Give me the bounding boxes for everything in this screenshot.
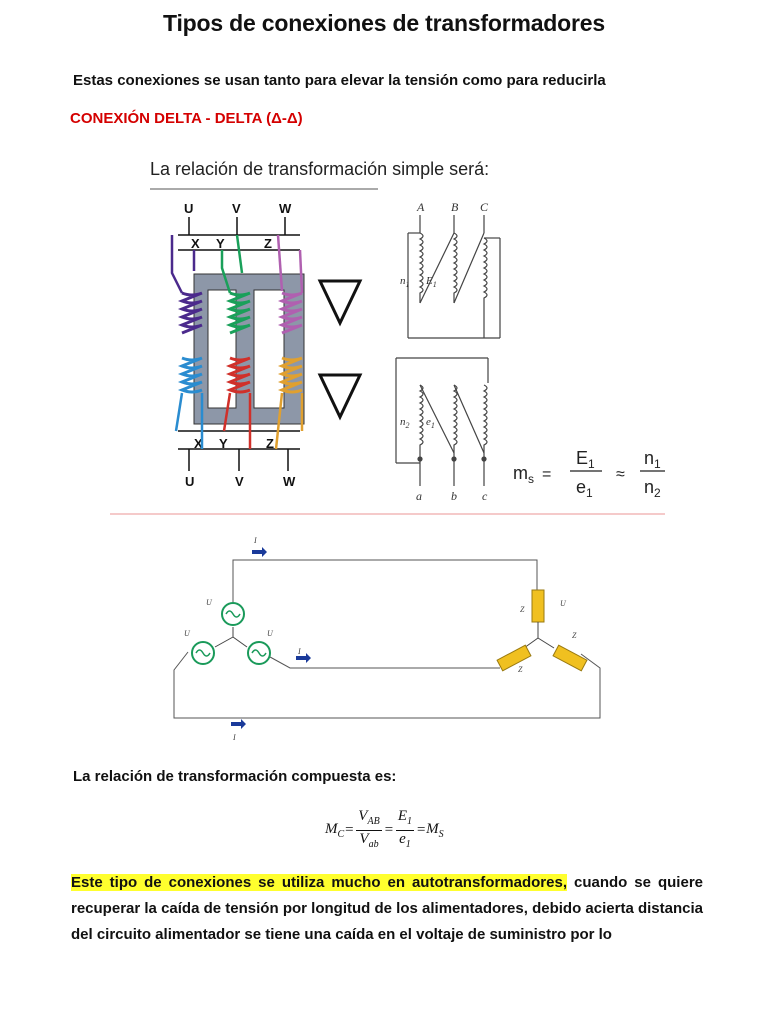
- current-label-bottom: I: [232, 733, 236, 742]
- svg-text:=: =: [542, 466, 551, 483]
- source-voltage-label-2: U: [184, 629, 191, 638]
- delta-delta-figure: La relación de transformación simple ser…: [110, 159, 665, 515]
- svg-text:E1: E1: [576, 448, 595, 471]
- bottom-label-w: W: [283, 474, 296, 489]
- impedance-label-3: Z: [518, 665, 523, 674]
- svg-text:ms: ms: [513, 463, 534, 486]
- secondary-label-b: b: [451, 489, 457, 503]
- top-label-u: U: [184, 201, 193, 216]
- impedance-label-2: Z: [572, 631, 577, 640]
- top-label-w: W: [279, 201, 292, 216]
- top-label-v: V: [232, 201, 241, 216]
- svg-text:≈: ≈: [616, 466, 625, 483]
- bottom-label-v: V: [235, 474, 244, 489]
- winding-w-lower: [277, 356, 303, 394]
- paragraph-text: cuando se quiere recuperar la caída de t…: [71, 874, 703, 943]
- impedance-label-1: Z: [520, 605, 525, 614]
- subtitle-text: Estas conexiones se usan tanto para elev…: [73, 72, 606, 89]
- load-voltage-label: U: [560, 599, 567, 608]
- secondary-delta-schematic: [395, 357, 489, 486]
- secondary-label-c: c: [482, 489, 488, 503]
- primary-label-c: C: [480, 200, 489, 214]
- source-star: [191, 602, 271, 665]
- primary-label-b: B: [451, 200, 459, 214]
- body-paragraph: Este tipo de conexiones se utiliza mucho…: [71, 870, 703, 948]
- winding-u-lower: [177, 356, 203, 394]
- n2-label: n2: [400, 416, 410, 430]
- fraction-voltage: VAB Vab: [356, 808, 382, 850]
- svg-text:n2: n2: [644, 477, 661, 500]
- relation-label: La relación de transformación compuesta …: [73, 768, 397, 785]
- bottom-inner-y: Y: [219, 436, 228, 451]
- primary-label-a: A: [416, 200, 425, 214]
- formula-eq-1: =: [344, 822, 355, 838]
- e1-schematic-label: e1: [426, 416, 435, 430]
- bottom-label-u: U: [185, 474, 194, 489]
- delta-triangle-upper: [317, 279, 363, 327]
- current-label-top: I: [253, 536, 257, 545]
- simple-ratio-formula: ms = E1 e1 ≈ n1 n2: [513, 448, 665, 500]
- primary-delta-schematic: [407, 215, 501, 339]
- formula-rhs: MS: [426, 821, 444, 840]
- current-label-mid: I: [297, 647, 301, 656]
- current-arrows: [231, 547, 311, 729]
- figure-heading: La relación de transformación simple ser…: [150, 159, 489, 179]
- compound-ratio-formula: MC = VAB Vab = E1 e1 = MS: [325, 808, 444, 853]
- n1-label: n1: [400, 275, 410, 289]
- secondary-label-a: a: [416, 489, 422, 503]
- E1-label: E1: [425, 275, 437, 289]
- source-voltage-label-3: U: [267, 629, 274, 638]
- svg-text:n1: n1: [644, 448, 661, 471]
- formula-lhs: MC: [325, 821, 345, 840]
- load-star: [496, 589, 588, 672]
- section-heading: CONEXIÓN DELTA - DELTA (Δ-Δ): [70, 110, 303, 127]
- circuit-figure: U U U I I I Z U Z Z: [173, 536, 601, 742]
- winding-v-lower: [225, 356, 251, 394]
- delta-triangle-lower: [317, 373, 363, 421]
- formula-eq-2: =: [383, 822, 394, 838]
- page-title: Tipos de conexiones de transformadores: [163, 10, 605, 36]
- bottom-inner-z: Z: [266, 436, 274, 451]
- top-inner-x: X: [191, 236, 200, 251]
- source-voltage-label-1: U: [206, 598, 213, 607]
- svg-text:e1: e1: [576, 477, 593, 500]
- bottom-inner-x: X: [194, 436, 203, 451]
- winding-w-upper: [277, 291, 303, 335]
- top-inner-y: Y: [216, 236, 225, 251]
- winding-v-upper: [225, 291, 251, 335]
- top-inner-z: Z: [264, 236, 272, 251]
- formula-eq-3: =: [415, 822, 427, 838]
- highlighted-text: Este tipo de conexiones se utiliza mucho…: [71, 874, 567, 891]
- winding-u-upper: [177, 291, 203, 335]
- fraction-emf: E1 e1: [395, 808, 414, 850]
